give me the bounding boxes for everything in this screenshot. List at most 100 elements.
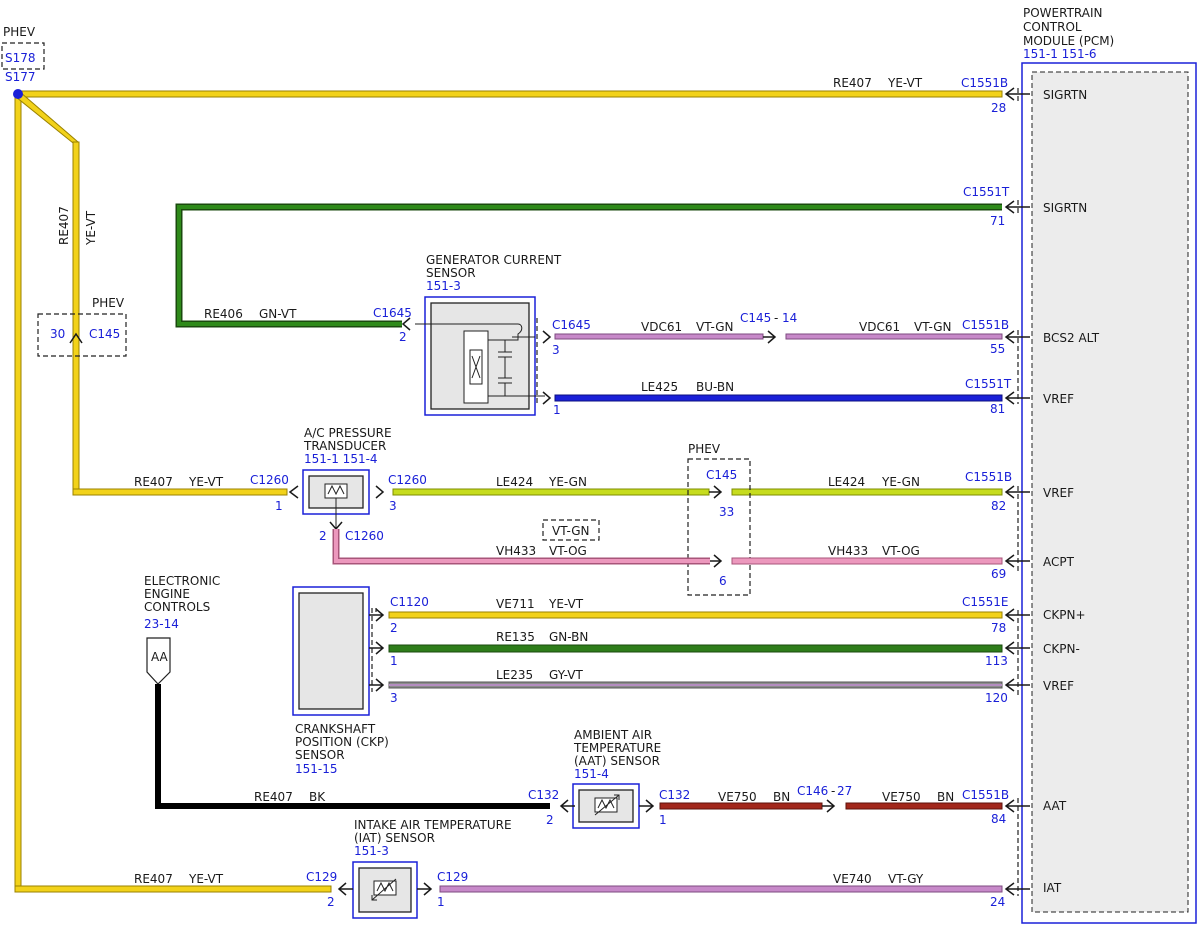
w4b-conn[interactable]: C1551B: [962, 318, 1009, 332]
wire-w14[interactable]: [14, 885, 332, 893]
phev-c145-mid-pin-a[interactable]: 33: [719, 505, 734, 519]
wire-w1[interactable]: [17, 90, 1003, 98]
w13-inline-pin[interactable]: 27: [837, 784, 852, 798]
wire-w12[interactable]: [155, 684, 550, 809]
w10-pin[interactable]: 113: [985, 654, 1008, 668]
w13-conn[interactable]: C132: [659, 788, 690, 802]
w13-inline-conn[interactable]: C146: [797, 784, 828, 798]
w8b-pcm-arrow: [1004, 554, 1030, 568]
splice-s177[interactable]: S177: [5, 70, 36, 84]
wire-w8b[interactable]: [731, 557, 1003, 565]
wire-w7b[interactable]: [731, 488, 1003, 496]
aat-variable-icon: [594, 794, 620, 816]
w7a-pin[interactable]: 3: [389, 499, 397, 513]
w9-pin[interactable]: 78: [991, 621, 1006, 635]
pcm-pin-vref1: VREF: [1043, 392, 1074, 406]
w4b-inline-pin[interactable]: 14: [782, 311, 797, 325]
wire-w6[interactable]: [72, 488, 288, 496]
w5-pin[interactable]: 81: [990, 402, 1005, 416]
w14-pin[interactable]: 2: [327, 895, 335, 909]
w13b-pin[interactable]: 84: [991, 812, 1006, 826]
wire-w13b[interactable]: [845, 802, 1003, 810]
w12-pin[interactable]: 2: [546, 813, 554, 827]
gen-current-ref[interactable]: 151-3: [426, 279, 461, 293]
wire-diagonal-branch[interactable]: [15, 91, 79, 149]
w15-conn[interactable]: C129: [437, 870, 468, 884]
wire-w4a[interactable]: [554, 333, 764, 340]
wire-branch-vertical[interactable]: [72, 141, 80, 494]
pcm-ref[interactable]: 151-1 151-6: [1023, 47, 1097, 61]
phev-c145-mid-conn[interactable]: C145: [706, 468, 737, 482]
wire-w4b[interactable]: [785, 333, 1003, 340]
w1-conn[interactable]: C1551B: [961, 76, 1008, 90]
wire-w9[interactable]: [388, 611, 1003, 619]
w4b-pin[interactable]: 55: [990, 342, 1005, 356]
w13-src-pin[interactable]: 1: [659, 813, 667, 827]
phev-c145-mid-box: [687, 458, 751, 596]
w15-src-pin[interactable]: 1: [437, 895, 445, 909]
w11-pin[interactable]: 120: [985, 691, 1008, 705]
w15-pin[interactable]: 24: [990, 895, 1005, 909]
w7b-circuit: LE424: [828, 475, 865, 489]
w7a-color: YE-GN: [548, 475, 587, 489]
ac-pressure-wave-icon: [327, 484, 345, 496]
wire-w15[interactable]: [439, 885, 1003, 893]
w11-src-pin[interactable]: 3: [390, 691, 398, 705]
phev-c145-mid-pin-b[interactable]: 6: [719, 574, 727, 588]
wire-w10[interactable]: [388, 644, 1003, 653]
w12-arrow: [559, 799, 575, 813]
w6-arrow: [288, 485, 299, 499]
w7b-pin[interactable]: 82: [991, 499, 1006, 513]
w14-conn[interactable]: C129: [306, 870, 337, 884]
w4b-inline-conn[interactable]: C145: [740, 311, 771, 325]
w3-pin[interactable]: 2: [399, 330, 407, 344]
w6-conn[interactable]: C1260: [250, 473, 289, 487]
phev-c145-top-conn[interactable]: C145: [89, 327, 120, 341]
wire-w7a[interactable]: [392, 488, 710, 496]
phev-c145-mid: PHEV C145 33 6: [687, 442, 751, 596]
ac-pressure-ref[interactable]: 151-1 151-4: [304, 452, 378, 466]
w8b-pin[interactable]: 69: [991, 567, 1006, 581]
w10-src-pin[interactable]: 1: [390, 654, 398, 668]
w4a-conn[interactable]: C1645: [552, 318, 591, 332]
ckp-ref[interactable]: 151-15: [295, 762, 338, 776]
pcm-title-line1: POWERTRAIN: [1023, 6, 1103, 20]
electronic-ref[interactable]: 23-14: [144, 617, 179, 631]
w2-pin[interactable]: 71: [990, 214, 1005, 228]
electronic-line3: CONTROLS: [144, 600, 210, 614]
w12-conn[interactable]: C132: [528, 788, 559, 802]
iat-ref[interactable]: 151-3: [354, 844, 389, 858]
w8a-pin[interactable]: 2: [319, 529, 327, 543]
wire-w5[interactable]: [554, 394, 1003, 402]
w8a-conn[interactable]: C1260: [345, 529, 384, 543]
phev-c145-top-label: PHEV: [92, 296, 125, 310]
w7a-conn[interactable]: C1260: [388, 473, 427, 487]
w5-conn[interactable]: C1551T: [965, 377, 1012, 391]
w2-conn[interactable]: C1551T: [963, 185, 1010, 199]
w1-pin[interactable]: 28: [991, 101, 1006, 115]
w9-pcm-conn[interactable]: C1551E: [962, 595, 1009, 609]
w4a-color: VT-GN: [696, 320, 733, 334]
w9-src-pin[interactable]: 2: [390, 621, 398, 635]
phev-c145-top-pin[interactable]: 30: [50, 327, 65, 341]
ckp-line3: SENSOR: [295, 748, 345, 762]
w9-circuit: VE711: [496, 597, 535, 611]
wire-left-vertical[interactable]: [14, 93, 22, 891]
w7b-color: YE-GN: [881, 475, 920, 489]
w7b-conn[interactable]: C1551B: [965, 470, 1012, 484]
w4b-circuit: VDC61: [859, 320, 900, 334]
w4a-pin[interactable]: 3: [552, 343, 560, 357]
w10-circuit: RE135: [496, 630, 535, 644]
wire-w3[interactable]: [177, 205, 1002, 326]
electronic-tag-shape[interactable]: [146, 637, 171, 685]
wire-w8a[interactable]: [334, 529, 710, 563]
w3-conn[interactable]: C1645: [373, 306, 412, 320]
w5-src-pin[interactable]: 1: [553, 403, 561, 417]
w8b-color: VT-OG: [882, 544, 920, 558]
w6-pin[interactable]: 1: [275, 499, 283, 513]
wire-w3-outline: [175, 203, 1002, 328]
w13b-conn[interactable]: C1551B: [962, 788, 1009, 802]
splice-s178[interactable]: S178: [5, 51, 36, 65]
w9-conn[interactable]: C1120: [390, 595, 429, 609]
aat-ref[interactable]: 151-4: [574, 767, 609, 781]
